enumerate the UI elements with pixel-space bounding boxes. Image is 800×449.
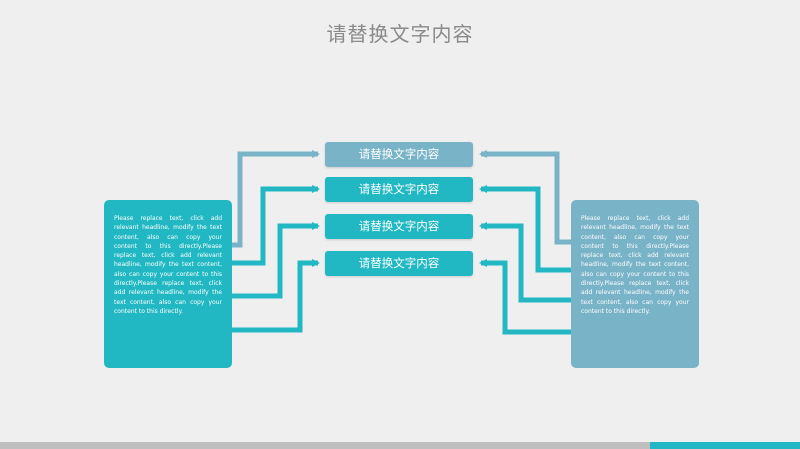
center-box-2[interactable]: 请替换文字内容 <box>325 177 473 202</box>
right-text-panel: Please replace text, click add relevant … <box>571 200 699 368</box>
right-arrow-4 <box>479 259 571 335</box>
page-title: 请替换文字内容 <box>326 22 474 46</box>
right-arrow-3 <box>479 222 571 303</box>
center-box-3[interactable]: 请替换文字内容 <box>325 214 473 239</box>
center-box-4[interactable]: 请替换文字内容 <box>325 251 473 276</box>
footer-bar-teal <box>650 442 800 449</box>
left-arrow-1 <box>232 150 320 248</box>
footer-bar-gray <box>0 442 650 449</box>
left-text-panel: Please replace text, click add relevant … <box>104 200 232 368</box>
right-panel-text: Please replace text, click add relevant … <box>581 215 689 315</box>
center-box-1[interactable]: 请替换文字内容 <box>325 142 473 167</box>
right-arrow-1 <box>479 150 571 245</box>
left-arrow-2 <box>232 185 320 266</box>
left-arrow-3 <box>232 222 320 299</box>
left-arrow-4 <box>232 259 320 333</box>
left-panel-text: Please replace text, click add relevant … <box>114 215 222 315</box>
right-arrow-2 <box>479 185 571 273</box>
